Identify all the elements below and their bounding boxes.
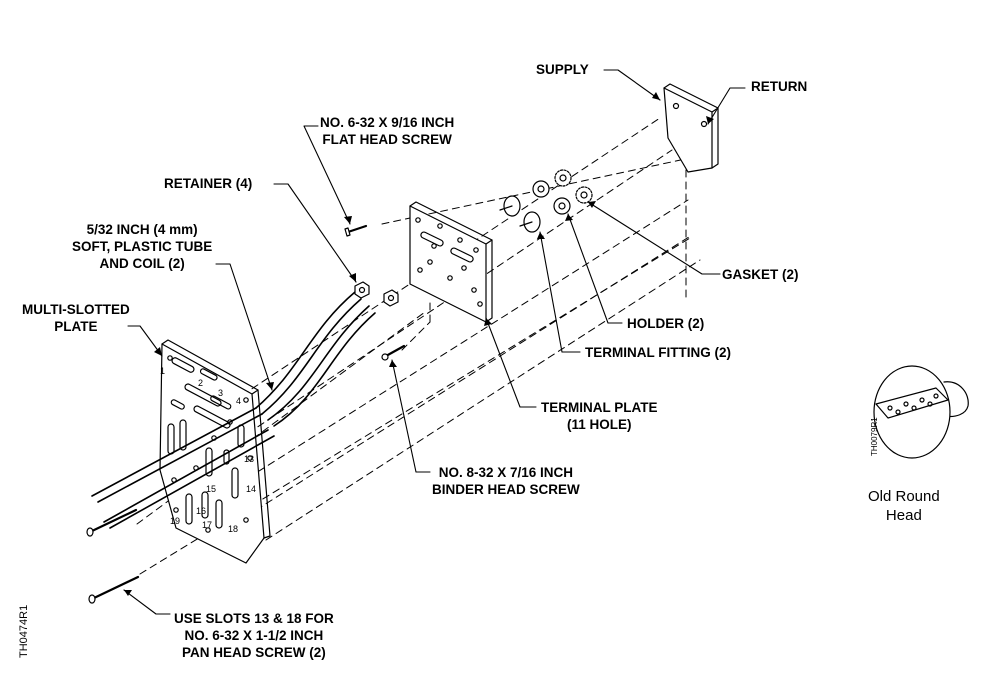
flat-head-screw xyxy=(344,224,368,237)
terminal-plate-label: TERMINAL PLATE (11 HOLE) xyxy=(541,400,658,432)
return-label: RETURN xyxy=(751,79,808,94)
gasket-label: GASKET (2) xyxy=(722,267,799,282)
binder-head-screw xyxy=(381,344,406,361)
multi-slotted-plate xyxy=(159,339,271,564)
pan-head-screw-label: USE SLOTS 13 & 18 FOR NO. 6-32 X 1-1/2 I… xyxy=(174,611,334,660)
plate-number: 16 xyxy=(196,506,207,516)
plate-number: 1 xyxy=(160,366,166,376)
plate-number: 15 xyxy=(206,484,217,494)
leader-lines xyxy=(123,69,746,615)
retainers xyxy=(354,281,399,307)
plastic-tube-label: 5/32 INCH (4 mm) SOFT, PLASTIC TUBE AND … xyxy=(72,222,213,271)
plate-number: 13 xyxy=(244,454,255,464)
inset-reference-code: TH0079R1 xyxy=(870,417,879,456)
plate-number: 17 xyxy=(202,520,213,530)
old-round-head-caption: Old Round Head xyxy=(868,488,940,524)
old-round-head-illustration xyxy=(873,365,969,459)
flat-head-screw-label: NO. 6-32 X 9/16 INCH FLAT HEAD SCREW xyxy=(320,115,455,147)
supply-return-bracket xyxy=(663,83,719,173)
plate-number: 14 xyxy=(246,484,257,494)
arrowheads xyxy=(124,92,714,596)
supply-label: SUPPLY xyxy=(536,62,589,77)
plate-number: 18 xyxy=(228,524,239,534)
terminal-fitting-label: TERMINAL FITTING (2) xyxy=(585,345,731,360)
plate-number: 4 xyxy=(236,396,242,406)
gaskets xyxy=(554,169,593,204)
terminal-fittings xyxy=(499,195,541,233)
retainer-label: RETAINER (4) xyxy=(164,176,253,191)
holder-label: HOLDER (2) xyxy=(627,316,705,331)
figure-reference-code: TH0474R1 xyxy=(18,604,30,658)
holders xyxy=(532,180,571,215)
plate-number: 19 xyxy=(170,516,181,526)
pan-head-screws xyxy=(86,508,140,604)
terminal-plate xyxy=(409,201,493,323)
multi-slotted-plate-label: MULTI-SLOTTED PLATE xyxy=(22,302,130,334)
binder-head-screw-label: NO. 8-32 X 7/16 INCH BINDER HEAD SCREW xyxy=(432,465,580,497)
plastic-tubes xyxy=(91,291,376,529)
plate-number: 3 xyxy=(218,388,224,398)
plate-number: 2 xyxy=(198,378,204,388)
